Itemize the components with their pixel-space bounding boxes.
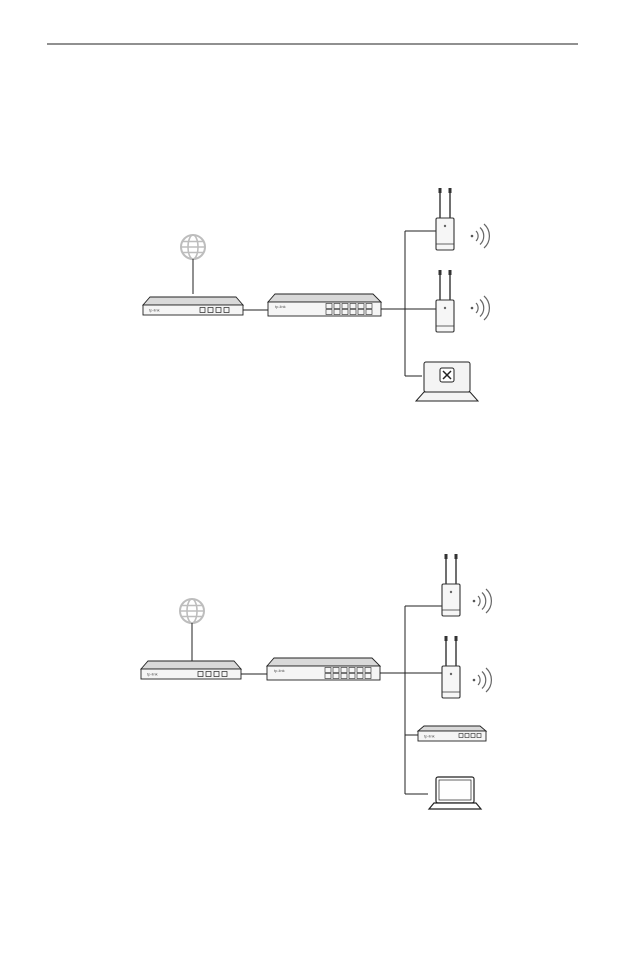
controller-brand-label: tp-link xyxy=(424,734,435,739)
wifi-signal-icon xyxy=(473,589,492,613)
access-point-2 xyxy=(442,636,460,698)
wifi-signal-icon xyxy=(471,224,490,248)
switch-bus-lines xyxy=(381,231,436,376)
switch-bus-lines xyxy=(380,606,442,794)
router-brand-label: tp-link xyxy=(147,672,158,677)
internet-globe-icon xyxy=(180,599,204,623)
poe-switch: tp-link xyxy=(267,658,380,680)
internet-globe-icon xyxy=(181,235,205,259)
access-point-1 xyxy=(436,188,454,250)
poe-switch: tp-link xyxy=(268,294,381,316)
wifi-signal-icon xyxy=(471,296,490,320)
gateway-router: tp-link xyxy=(141,661,241,679)
gateway-router: tp-link xyxy=(143,297,243,315)
wifi-signal-icon xyxy=(473,668,492,692)
diagram-bottom: tp-link tp-link xyxy=(141,554,491,809)
switch-brand-label: tp-link xyxy=(275,304,286,309)
diagram-top: tp-link tp-link xyxy=(143,188,489,401)
hardware-controller: tp-link xyxy=(418,726,486,741)
management-laptop xyxy=(429,777,481,809)
controller-laptop xyxy=(416,362,478,401)
switch-brand-label: tp-link xyxy=(274,668,285,673)
access-point-2 xyxy=(436,270,454,332)
router-brand-label: tp-link xyxy=(149,308,160,313)
access-point-1 xyxy=(442,554,460,616)
